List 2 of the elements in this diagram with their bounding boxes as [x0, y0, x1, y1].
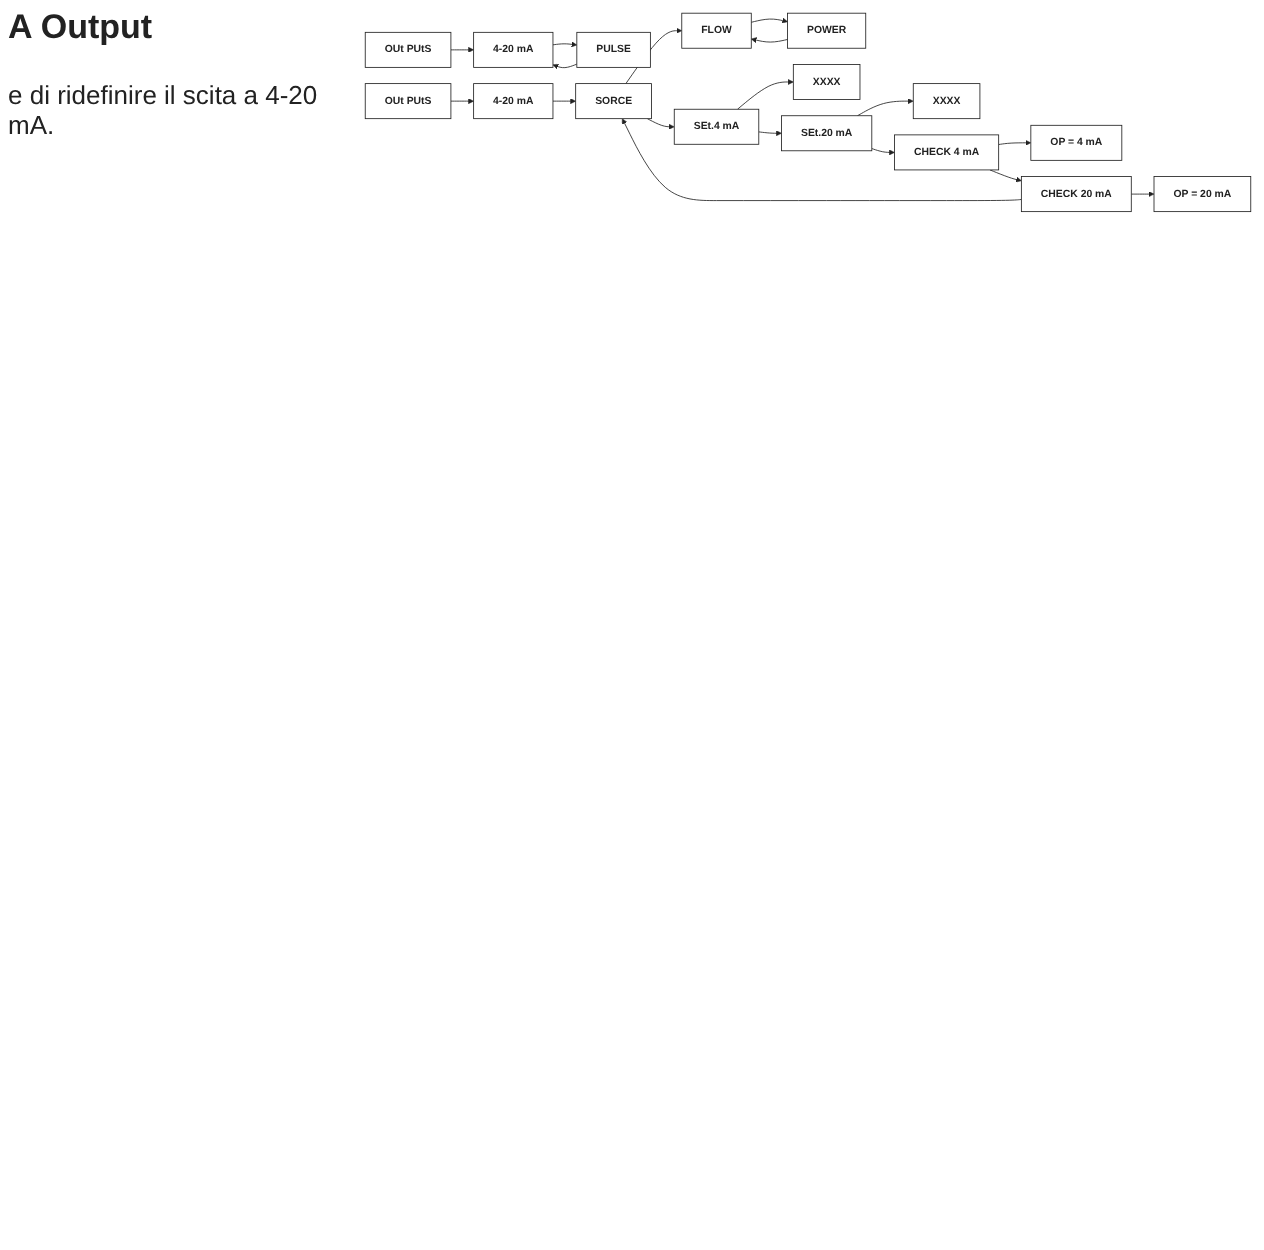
note-text: e di ridefinire il scita a 4-20 mA. — [8, 80, 320, 140]
title: A Output — [8, 8, 153, 48]
